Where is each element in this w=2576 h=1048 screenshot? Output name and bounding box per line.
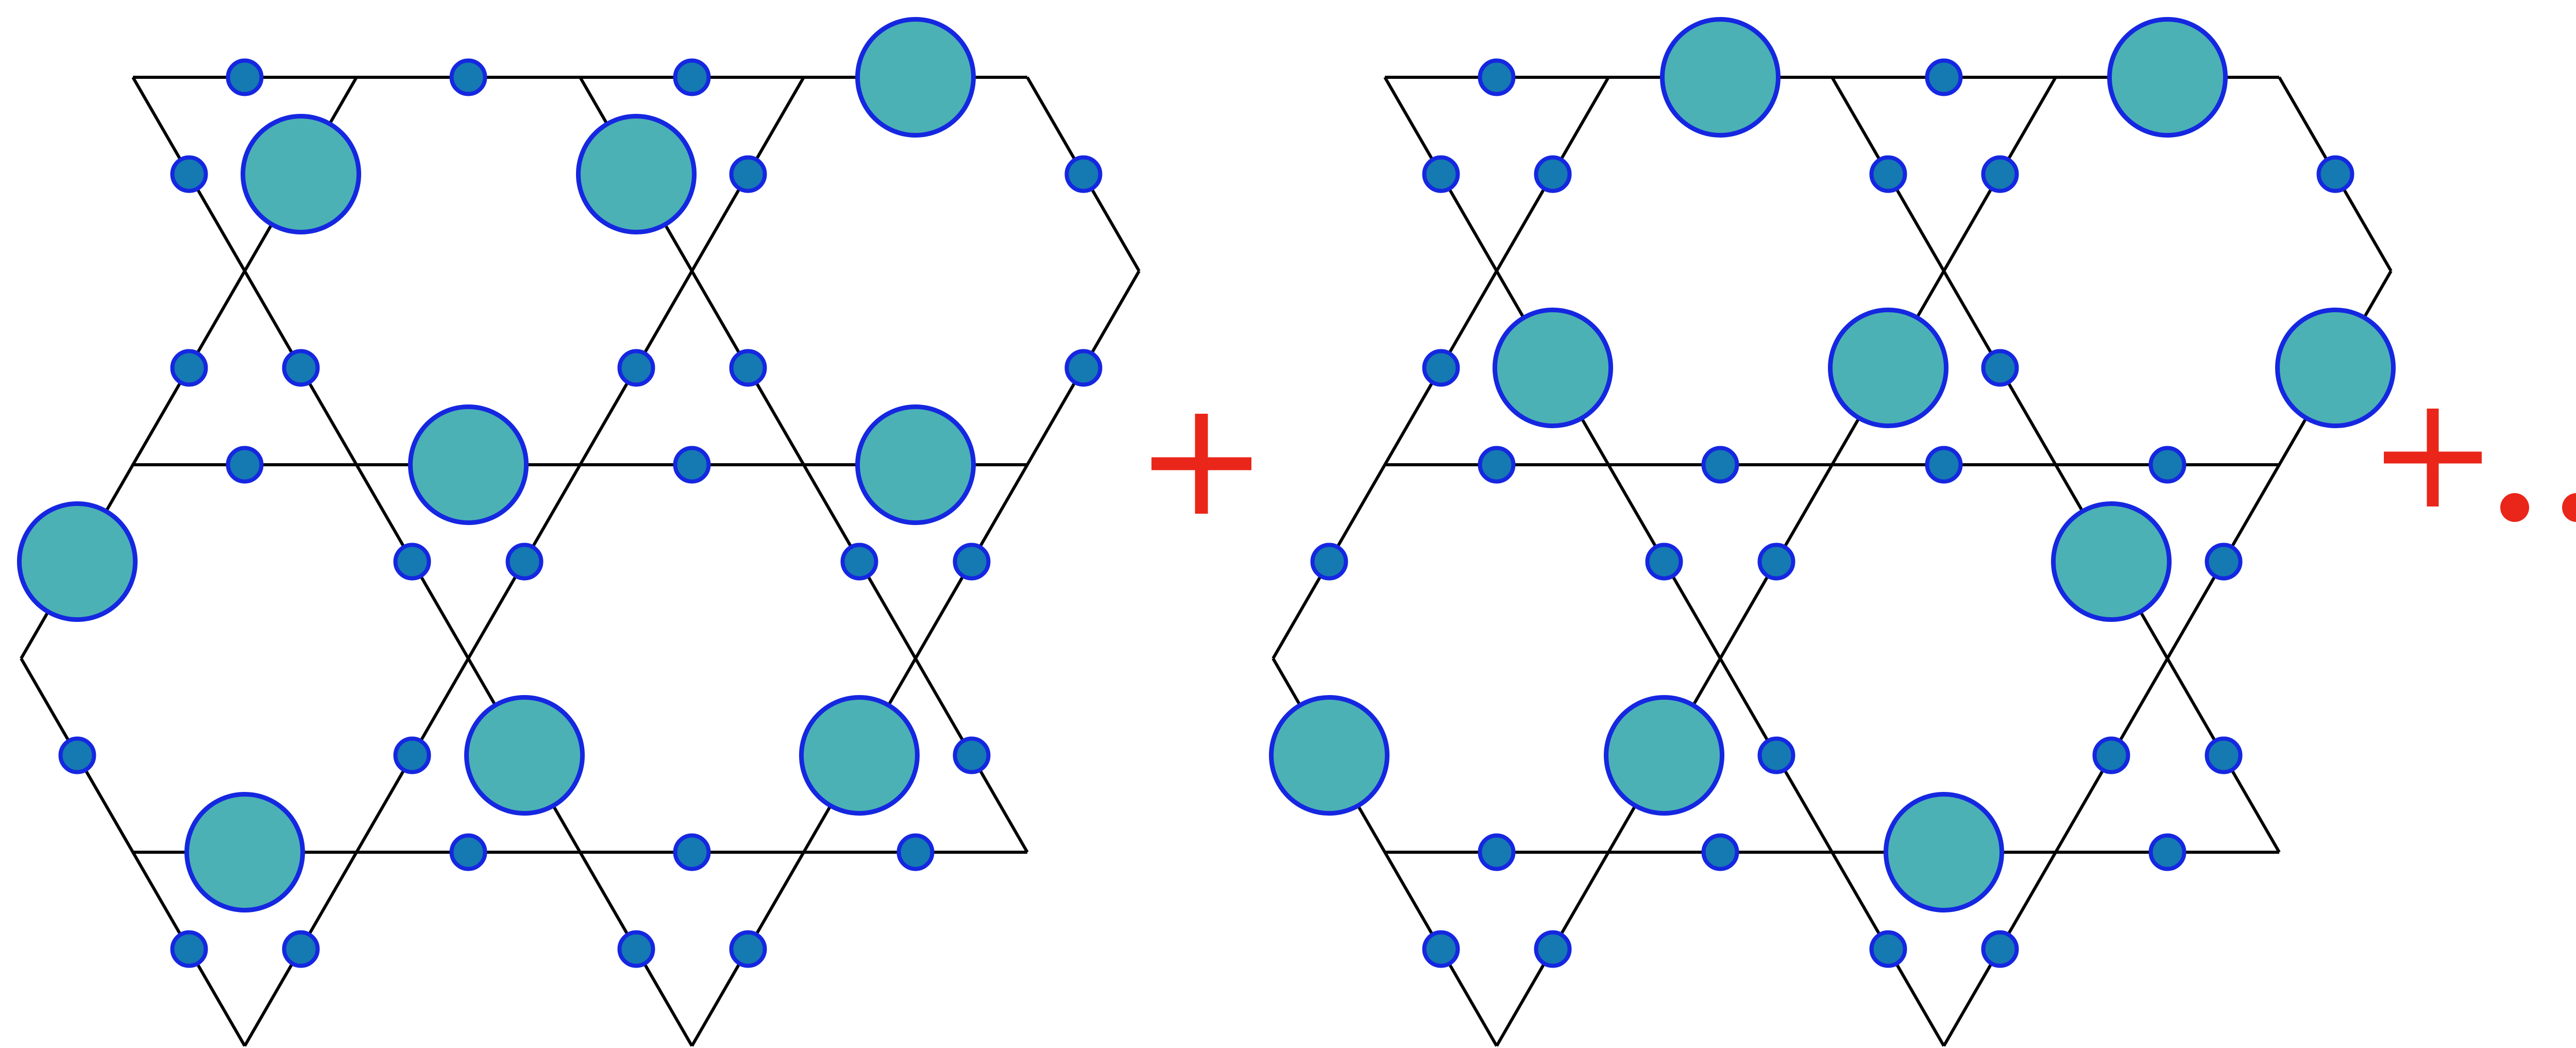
site-small-dot [2148, 833, 2187, 871]
site-small-dot [1534, 930, 1572, 968]
site-small-dot [1422, 349, 1460, 387]
kagome-config-1 [17, 17, 1141, 1047]
site-large-circle [855, 17, 976, 138]
site-large-circle [408, 404, 529, 525]
site-small-dot [1534, 155, 1572, 193]
lattice-bond [20, 657, 246, 1047]
site-small-dot [1422, 930, 1460, 968]
site-small-dot [170, 349, 208, 387]
site-large-circle [1493, 308, 1613, 428]
site-small-dot [282, 349, 320, 387]
site-small-dot [393, 736, 431, 774]
site-small-dot [2092, 736, 2130, 774]
site-small-dot [2205, 543, 2243, 581]
site-small-dot [170, 930, 208, 968]
plus-vertical-bar [2427, 409, 2439, 506]
site-small-dot [1310, 543, 1348, 581]
site-small-dot [1478, 446, 1516, 484]
site-small-dot [673, 446, 711, 484]
site-small-dot [1757, 736, 1795, 774]
site-small-dot [1981, 155, 2019, 193]
site-small-dot [449, 58, 487, 96]
site-small-dot [1701, 446, 1739, 484]
site-large-circle [1269, 695, 1389, 816]
site-large-circle [1884, 792, 2004, 912]
site-small-dot [58, 736, 96, 774]
plus-operator [2384, 409, 2482, 506]
site-small-dot [1064, 155, 1103, 193]
site-large-circle [2275, 308, 2396, 428]
site-small-dot [729, 155, 767, 193]
site-small-dot [1869, 155, 1907, 193]
lattice-bond [1831, 76, 2281, 853]
site-large-circle [184, 792, 305, 912]
site-small-dot [840, 543, 878, 581]
site-small-dot [729, 349, 767, 387]
site-large-circle [1660, 17, 1781, 138]
site-small-dot [617, 930, 655, 968]
site-small-dot [673, 833, 711, 871]
lattice-bond [690, 270, 1141, 1047]
site-large-circle [241, 114, 361, 234]
site-small-dot [1981, 930, 2019, 968]
site-large-circle [2051, 501, 2172, 622]
site-small-dot [1645, 543, 1683, 581]
site-large-circle [576, 114, 697, 234]
site-small-dot [673, 58, 711, 96]
site-small-dot [2316, 155, 2354, 193]
site-large-circle [855, 404, 976, 525]
site-large-circle [2107, 17, 2228, 138]
site-small-dot [2148, 446, 2187, 484]
site-small-dot [729, 930, 767, 968]
site-small-dot [1422, 155, 1460, 193]
site-small-dot [1925, 446, 1963, 484]
site-small-dot [1701, 833, 1739, 871]
site-small-dot [1757, 543, 1795, 581]
site-small-dot [1064, 349, 1103, 387]
site-small-dot [1478, 833, 1516, 871]
site-small-dot [282, 930, 320, 968]
site-large-circle [464, 695, 585, 816]
site-large-circle [17, 501, 138, 622]
site-small-dot [1981, 349, 2019, 387]
site-large-circle [799, 695, 920, 816]
ellipsis-dot [2500, 493, 2529, 522]
ellipsis-operator [2500, 493, 2576, 522]
plus-vertical-bar [1195, 414, 1208, 514]
site-small-dot [617, 349, 655, 387]
site-small-dot [896, 833, 935, 871]
site-large-circle [1604, 695, 1724, 816]
site-small-dot [226, 58, 264, 96]
site-small-dot [1869, 930, 1907, 968]
plus-operator [1151, 414, 1251, 514]
site-small-dot [953, 736, 991, 774]
site-small-dot [170, 155, 208, 193]
site-small-dot [393, 543, 431, 581]
site-small-dot [953, 543, 991, 581]
kagome-config-2 [1269, 17, 2396, 1047]
site-small-dot [1478, 58, 1516, 96]
site-small-dot [505, 543, 544, 581]
site-small-dot [226, 446, 264, 484]
ellipsis-dot [2562, 493, 2576, 522]
site-small-dot [2205, 736, 2243, 774]
site-small-dot [1925, 58, 1963, 96]
site-small-dot [449, 833, 487, 871]
site-large-circle [1828, 308, 1948, 428]
